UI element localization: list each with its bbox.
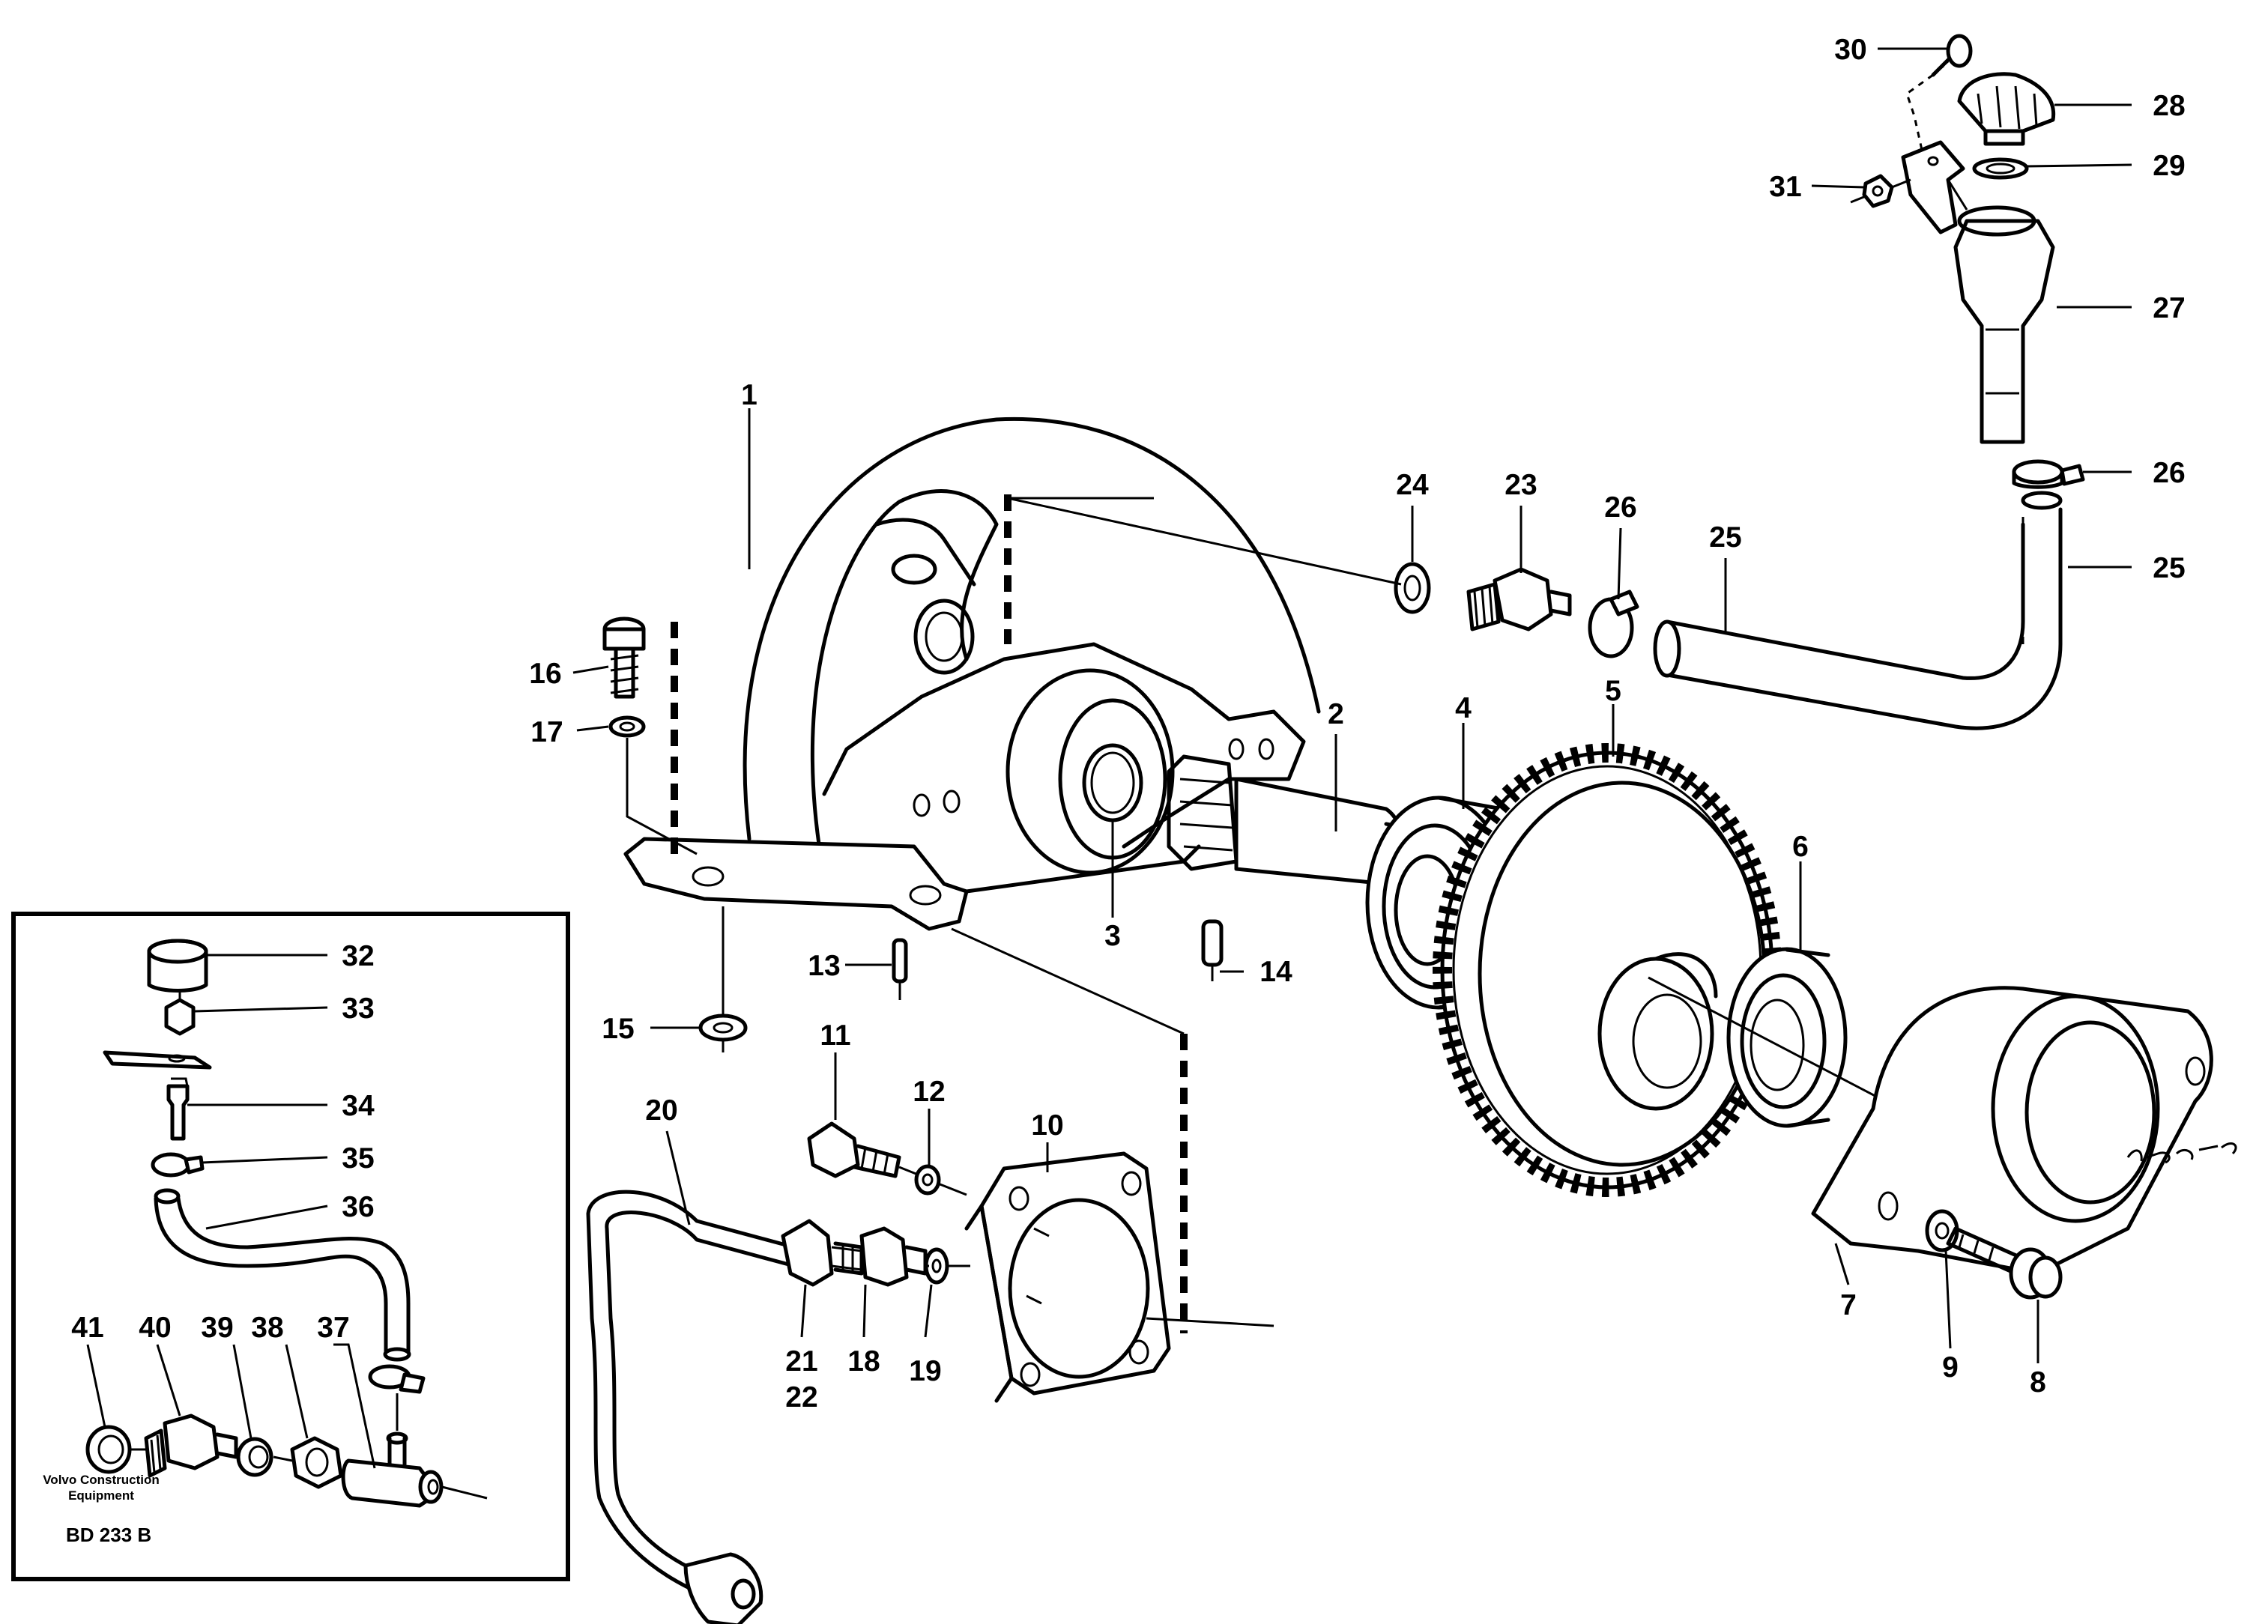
callout-41: 41: [71, 1312, 103, 1344]
filler-bracket: [1901, 140, 1968, 234]
callout-1: 1: [741, 379, 757, 411]
callout-labels: 1 2 3 4 5 6 7 8 9 10 11 12 13 14 15 16 1…: [71, 34, 2185, 1414]
hose-washer: [1007, 497, 1431, 614]
drawer-signature: [2126, 1142, 2237, 1164]
oil-pipe: [586, 1190, 796, 1624]
callout-33: 33: [342, 993, 374, 1025]
pipe-nipple: [833, 1226, 928, 1287]
plate-bolt: [807, 1121, 901, 1178]
inset-clamp: [151, 1152, 205, 1178]
callout-26-clamp: 26: [1604, 491, 1636, 524]
inset-adapter: [144, 1414, 238, 1478]
inset-nipple: [166, 1077, 190, 1141]
callout-37: 37: [317, 1312, 349, 1344]
callout-29: 29: [2153, 150, 2185, 182]
callout-31: 31: [1769, 171, 1801, 203]
breather-cap: [147, 939, 208, 993]
callout-30: 30: [1834, 34, 1866, 66]
union-nut: [781, 1219, 862, 1287]
callout-35: 35: [342, 1142, 374, 1175]
callout-34: 34: [342, 1090, 375, 1122]
callout-22: 22: [785, 1381, 817, 1414]
hose-nipple: [1466, 567, 1572, 631]
breather-hose: [1653, 491, 2063, 730]
oil-seal: [1648, 947, 1986, 1155]
inset-bracket: [103, 1050, 212, 1070]
sealing-washer: [924, 1247, 970, 1285]
callout-40: 40: [139, 1312, 171, 1344]
cover-bolt: [1946, 1226, 2063, 1300]
inset-hex-nut: [290, 1436, 343, 1489]
callout-28: 28: [2153, 90, 2185, 122]
callout-24: 24: [1396, 469, 1429, 501]
callout-10: 10: [1031, 1109, 1063, 1142]
bearing-cover: [1811, 986, 2213, 1276]
inset-ring: [236, 1437, 273, 1477]
callout-2: 2: [1328, 698, 1344, 730]
callout-6: 6: [1792, 831, 1809, 863]
inset-nut: [164, 990, 196, 1036]
callout-15: 15: [602, 1013, 634, 1045]
inset-clamp-lower: [368, 1364, 426, 1431]
callout-4: 4: [1455, 692, 1472, 724]
callout-14: 14: [1260, 956, 1292, 988]
cap-gasket: [1972, 157, 2029, 180]
stud-pin: [1201, 919, 1224, 981]
inset-tee: [341, 1431, 488, 1508]
washer-bottom: [698, 906, 748, 1052]
inset-drawing-code: BD 233 B: [66, 1524, 151, 1546]
inset-panel: Volvo Construction Equipment BD 233 B: [11, 912, 570, 1581]
callout-16: 16: [529, 658, 561, 690]
callout-5: 5: [1605, 675, 1621, 707]
gear-housing: [623, 416, 1321, 931]
hose-clamp: [1588, 590, 1639, 658]
callout-27: 27: [2153, 292, 2185, 324]
callout-25-upper-hose: 25: [2153, 552, 2185, 584]
callout-8: 8: [2030, 1366, 2046, 1399]
callout-26-upper-clamp: 26: [2153, 457, 2185, 489]
callout-11: 11: [820, 1019, 850, 1052]
callout-25-hose: 25: [1709, 521, 1741, 554]
bolt: [602, 616, 646, 699]
cover-plate: [951, 927, 1274, 1403]
callout-19: 19: [909, 1355, 941, 1387]
filler-clamp: [2012, 459, 2085, 489]
callout-9: 9: [1942, 1351, 1959, 1384]
callout-38: 38: [251, 1312, 283, 1344]
bracket-nut: [1850, 174, 1911, 208]
timing-gear: [1433, 743, 1782, 1197]
inset-brand-line2: Equipment: [68, 1488, 134, 1503]
callout-20: 20: [645, 1094, 677, 1127]
callout-12: 12: [913, 1076, 945, 1108]
callout-7: 7: [1840, 1289, 1857, 1321]
callout-18: 18: [847, 1345, 880, 1378]
callout-23: 23: [1505, 469, 1537, 501]
filler-cap: [1957, 72, 2056, 146]
inset-brand-line1: Volvo Construction: [43, 1473, 160, 1487]
plate-washer: [898, 1164, 967, 1196]
dowel-pin: [892, 938, 908, 1000]
filler-tube: [1953, 205, 2055, 444]
callout-21: 21: [785, 1345, 817, 1378]
callout-13: 13: [808, 950, 840, 982]
washer: [608, 715, 698, 855]
callout-3: 3: [1104, 920, 1121, 952]
circlip: [1082, 743, 1143, 822]
callout-32: 32: [342, 940, 374, 972]
leader-lines: [86, 47, 2132, 1469]
inset-washer: [85, 1425, 132, 1474]
bracket-screw: [1905, 34, 1973, 151]
inset-hose: [154, 1188, 411, 1362]
callout-17: 17: [530, 716, 563, 748]
callout-36: 36: [342, 1191, 374, 1223]
callout-39: 39: [201, 1312, 233, 1344]
